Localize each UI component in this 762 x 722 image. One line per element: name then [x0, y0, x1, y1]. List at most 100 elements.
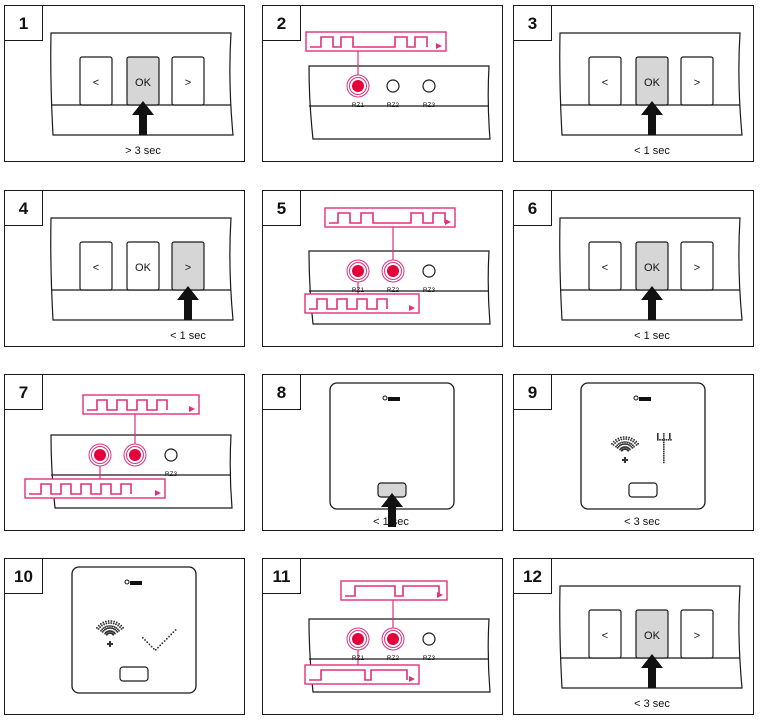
right-button-label: > — [185, 262, 191, 274]
wifi-dot — [106, 627, 109, 630]
wifi-dot — [624, 446, 627, 448]
wifi-dot — [113, 628, 115, 630]
device-button[interactable] — [628, 482, 658, 498]
wrench-dot — [669, 433, 671, 439]
long-signal-top — [340, 580, 448, 601]
right-button-face — [680, 609, 714, 659]
step-illustration: <OK>< 1 sec — [50, 217, 234, 342]
left-button-label: < — [602, 77, 608, 89]
signal-waveform — [309, 669, 408, 681]
step-number: 5 — [263, 191, 301, 226]
right-button[interactable]: > — [680, 241, 714, 291]
zone-led-1: RZ1 — [346, 627, 370, 662]
right-button-label: > — [185, 77, 191, 89]
step-number: 6 — [514, 191, 552, 226]
wifi-dot — [631, 447, 634, 449]
left-button[interactable]: < — [79, 56, 113, 106]
left-button[interactable]: < — [588, 609, 622, 659]
wifi-dot — [114, 632, 116, 635]
zone-led-2: RZ2 — [381, 259, 405, 294]
ok-button[interactable]: OK — [635, 609, 669, 659]
step-number: 2 — [263, 6, 301, 41]
left-button-label: < — [93, 77, 99, 89]
right-button[interactable]: > — [171, 241, 205, 291]
wifi-dot — [100, 623, 102, 625]
led-off-icon — [164, 448, 178, 462]
ok-button-label: OK — [135, 77, 152, 89]
wifi-dot — [619, 444, 621, 447]
ok-button[interactable]: OK — [126, 56, 160, 106]
wifi-dot — [615, 445, 617, 448]
wifi-dot — [616, 440, 618, 443]
wifi-dot — [633, 439, 635, 441]
signal-waveform — [310, 36, 428, 48]
wifi-dot — [106, 625, 108, 628]
left-button-face — [588, 56, 622, 106]
signal-arrow-icon — [445, 219, 451, 225]
step-illustration: < OK> < 1 sec — [559, 217, 743, 342]
device-housing-outline — [50, 32, 234, 136]
step-panel-12: 12<OK>< 3 sec — [513, 558, 754, 715]
battery-bar — [130, 581, 142, 585]
wifi-dot — [100, 629, 102, 632]
right-button-face — [680, 56, 714, 106]
zone-led-3: RZ3 — [422, 264, 436, 294]
step-panel-10: 10 — [4, 558, 245, 715]
right-button[interactable]: > — [680, 56, 714, 106]
wifi-dot — [615, 439, 617, 441]
wifi-dot — [620, 444, 622, 446]
wifi-dot — [107, 620, 110, 622]
wifi-dot — [614, 442, 616, 444]
wifi-dot — [112, 633, 115, 636]
wifi-dot — [107, 630, 110, 633]
battery-dot — [124, 579, 130, 585]
signal-waveform — [329, 212, 446, 224]
wifi-dot — [637, 443, 639, 445]
wifi-dot — [117, 624, 119, 627]
left-button-label: < — [602, 630, 608, 642]
right-button[interactable]: > — [171, 56, 205, 106]
wifi-dot — [118, 623, 120, 625]
hold-duration-caption: < 1 sec — [634, 330, 670, 342]
thermostat-body — [580, 382, 706, 510]
wifi-dot — [635, 440, 638, 443]
ok-button[interactable]: OK — [635, 241, 669, 291]
wifi-dot — [101, 631, 104, 633]
wifi-dot — [115, 627, 118, 629]
wifi-dot — [119, 626, 121, 628]
wifi-dot — [111, 627, 114, 630]
battery-bar — [639, 397, 651, 401]
device-housing-outline — [50, 217, 234, 321]
wrench-dot — [657, 439, 659, 441]
wifi-dot — [101, 624, 103, 627]
led-label: RZ3 — [165, 471, 178, 478]
device-button[interactable] — [119, 666, 149, 682]
hold-duration-caption: < 1 sec — [373, 516, 409, 528]
step-illustration: < 1 sec — [329, 382, 455, 528]
wifi-dot — [107, 622, 110, 624]
signal-waveform — [87, 399, 168, 411]
wrench-dot — [663, 461, 665, 464]
wifi-dot — [623, 443, 626, 445]
check-dot — [157, 646, 159, 649]
left-button[interactable]: < — [79, 241, 113, 291]
ok-button-label: OK — [644, 77, 661, 89]
ok-button[interactable]: OK — [126, 241, 160, 291]
wifi-dot — [122, 627, 124, 629]
led-label: RZ1 — [352, 102, 365, 109]
device-housing-outline — [50, 434, 233, 509]
zone-led-3: RZ3 — [422, 632, 436, 662]
long-signal-bottom — [304, 664, 420, 685]
wifi-dot — [115, 623, 117, 626]
left-button[interactable]: < — [588, 241, 622, 291]
ok-button[interactable]: OK — [635, 56, 669, 106]
device-housing-outline — [559, 585, 743, 689]
wifi-dot — [105, 622, 108, 625]
ok-button-label: OK — [135, 262, 152, 274]
left-button[interactable]: < — [588, 56, 622, 106]
right-button[interactable]: > — [680, 609, 714, 659]
wifi-dot — [616, 447, 619, 449]
wifi-dot — [109, 627, 112, 629]
wrench-dot — [663, 435, 665, 437]
